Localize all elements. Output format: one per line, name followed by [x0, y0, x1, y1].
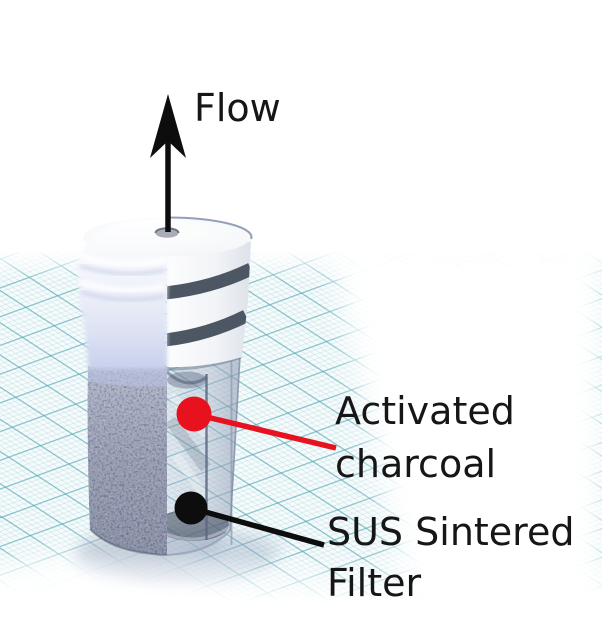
activated-charcoal-marker-dot — [176, 396, 212, 432]
cap-left-foam — [77, 218, 167, 369]
activated-charcoal-leader-line — [193, 411, 337, 451]
flow-arrow-icon — [150, 94, 186, 232]
cap-inlet-hole — [155, 228, 179, 238]
activated-charcoal-label: Activated charcoal — [335, 389, 515, 487]
inner-charcoal-column-top — [167, 371, 207, 389]
filter-cartridge — [77, 216, 253, 556]
sus-sintered-filter-label: SUS Sintered Filter — [327, 510, 575, 606]
cap-band-1 — [167, 263, 251, 300]
sus-filter-marker-dot — [174, 491, 208, 525]
cap-band-2 — [167, 310, 249, 347]
callouts — [174, 396, 337, 548]
cap-right — [167, 241, 251, 368]
inner-filter-disk — [157, 509, 229, 541]
sus-filter-leader-line — [190, 505, 325, 548]
flow-label: Flow — [194, 86, 281, 130]
